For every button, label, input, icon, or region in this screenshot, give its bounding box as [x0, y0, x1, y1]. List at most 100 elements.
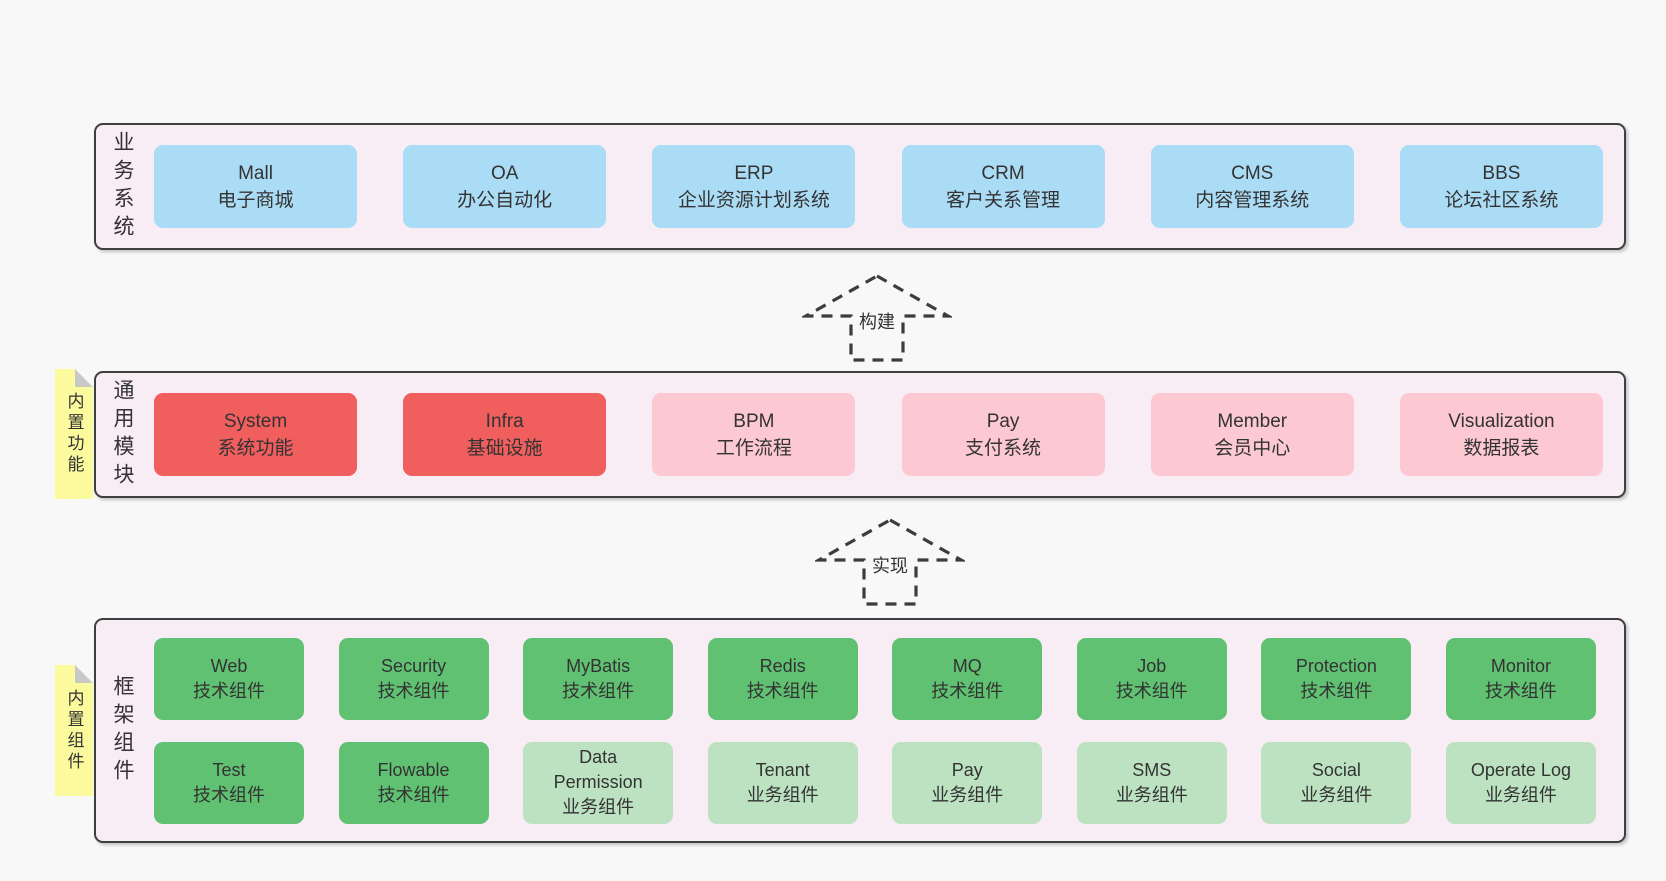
- box-title: Pay: [951, 759, 983, 780]
- box-pay-component: Pay 业务组件: [892, 741, 1043, 824]
- box-desc: 技术组件: [377, 784, 450, 805]
- box-title: ERP: [734, 162, 774, 184]
- box-title: Data Permission: [553, 747, 643, 792]
- box-title: Infra: [485, 410, 524, 432]
- box-desc: 电子商城: [217, 189, 294, 211]
- framework-row-2: Test 技术组件 Flowable 技术组件 Data Permission …: [154, 741, 1596, 824]
- box-erp: ERP 企业资源计划系统: [652, 145, 856, 228]
- layer-business-label: 业务系统: [111, 130, 134, 243]
- box-desc: 技术组件: [1300, 680, 1373, 701]
- box-crm: CRM 客户关系管理: [901, 145, 1105, 228]
- box-desc: 业务组件: [562, 797, 635, 817]
- builtin-components-tag-label: 内置组件: [64, 688, 84, 773]
- box-desc: 会员中心: [1214, 437, 1291, 459]
- box-title: CRM: [981, 162, 1025, 184]
- box-social: Social 业务组件: [1261, 741, 1412, 824]
- box-desc: 技术组件: [931, 680, 1004, 701]
- box-title: System: [223, 410, 288, 432]
- modules-boxes-row: System 系统功能 Infra 基础设施 BPM 工作流程 Pay 支付系统…: [96, 373, 1624, 496]
- box-desc: 业务组件: [1300, 784, 1373, 805]
- box-desc: 企业资源计划系统: [677, 189, 830, 211]
- box-protection: Protection 技术组件: [1261, 637, 1412, 720]
- framework-row-1: Web 技术组件 Security 技术组件 MyBatis 技术组件 Redi…: [154, 637, 1596, 720]
- box-visualization: Visualization 数据报表: [1399, 393, 1603, 476]
- box-title: SMS: [1132, 759, 1172, 780]
- build-arrow-label: 构建: [855, 308, 899, 334]
- box-title: Web: [210, 655, 248, 676]
- implement-arrow: 实现: [815, 516, 965, 608]
- box-pay-module: Pay 支付系统: [901, 393, 1105, 476]
- layer-framework-label: 框架组件: [111, 674, 134, 787]
- box-data-permission: Data Permission 业务组件: [523, 741, 674, 824]
- box-test: Test 技术组件: [154, 741, 304, 824]
- layer-business-systems: 业务系统 Mall 电子商城 OA 办公自动化 ERP 企业资源计划系统 CRM…: [94, 123, 1626, 250]
- up-arrow-icon: [815, 518, 965, 606]
- box-title: Monitor: [1490, 655, 1551, 676]
- builtin-components-tag: 内置组件: [55, 665, 93, 796]
- box-flowable: Flowable 技术组件: [338, 741, 489, 824]
- box-desc: 论坛社区系统: [1444, 189, 1559, 211]
- box-desc: 业务组件: [1484, 784, 1557, 805]
- up-arrow-icon: [802, 274, 952, 362]
- box-desc: 支付系统: [965, 437, 1042, 459]
- box-web: Web 技术组件: [154, 637, 304, 720]
- box-title: Flowable: [377, 759, 450, 780]
- box-title: CMS: [1231, 162, 1274, 184]
- box-desc: 技术组件: [746, 680, 819, 701]
- box-title: Tenant: [755, 759, 810, 780]
- framework-boxes-rows: Web 技术组件 Security 技术组件 MyBatis 技术组件 Redi…: [96, 620, 1624, 841]
- box-infra: Infra 基础设施: [403, 393, 607, 476]
- box-monitor: Monitor 技术组件: [1445, 637, 1596, 720]
- box-desc: 工作流程: [715, 437, 792, 459]
- box-desc: 系统功能: [217, 437, 294, 459]
- box-title: BBS: [1482, 162, 1521, 184]
- box-oa: OA 办公自动化: [403, 145, 607, 228]
- box-desc: 业务组件: [931, 784, 1004, 805]
- layer-framework-components: 框架组件 Web 技术组件 Security 技术组件 MyBatis 技术组件…: [94, 618, 1626, 843]
- box-desc: 基础设施: [466, 437, 543, 459]
- box-title: Mall: [238, 162, 273, 184]
- box-title: Visualization: [1448, 410, 1555, 432]
- box-desc: 技术组件: [1484, 680, 1557, 701]
- box-mybatis: MyBatis 技术组件: [523, 637, 674, 720]
- box-tenant: Tenant 业务组件: [707, 741, 858, 824]
- box-member: Member 会员中心: [1150, 393, 1354, 476]
- box-title: Pay: [986, 410, 1020, 432]
- fold-corner-icon: [75, 369, 93, 387]
- box-system: System 系统功能: [154, 393, 357, 476]
- box-desc: 技术组件: [377, 680, 450, 701]
- box-desc: 业务组件: [1115, 784, 1188, 805]
- box-desc: 内容管理系统: [1195, 189, 1310, 211]
- builtin-features-tag: 内置功能: [55, 369, 93, 499]
- box-bpm: BPM 工作流程: [652, 393, 856, 476]
- box-title: MQ: [952, 655, 982, 676]
- box-title: Security: [381, 655, 447, 676]
- box-desc: 技术组件: [562, 680, 635, 701]
- box-desc: 办公自动化: [457, 189, 553, 211]
- box-desc: 技术组件: [193, 784, 265, 805]
- box-job: Job 技术组件: [1076, 637, 1227, 720]
- box-redis: Redis 技术组件: [707, 637, 858, 720]
- business-boxes-row: Mall 电子商城 OA 办公自动化 ERP 企业资源计划系统 CRM 客户关系…: [96, 125, 1624, 248]
- box-title: Job: [1137, 655, 1167, 676]
- box-desc: 业务组件: [746, 784, 819, 805]
- box-cms: CMS 内容管理系统: [1150, 145, 1354, 228]
- box-title: Test: [212, 759, 246, 780]
- box-mall: Mall 电子商城: [154, 145, 357, 228]
- box-desc: 客户关系管理: [946, 189, 1061, 211]
- box-security: Security 技术组件: [338, 637, 489, 720]
- build-arrow: 构建: [802, 272, 952, 364]
- box-title: BPM: [733, 410, 775, 432]
- box-desc: 技术组件: [193, 680, 265, 701]
- box-title: Operate Log: [1470, 759, 1571, 780]
- box-desc: 技术组件: [1115, 680, 1188, 701]
- box-title: Social: [1311, 759, 1361, 780]
- box-bbs: BBS 论坛社区系统: [1399, 145, 1603, 228]
- box-title: Redis: [759, 655, 806, 676]
- box-title: MyBatis: [566, 655, 631, 676]
- box-desc: 数据报表: [1463, 437, 1540, 459]
- box-mq: MQ 技术组件: [892, 637, 1043, 720]
- box-sms: SMS 业务组件: [1076, 741, 1227, 824]
- builtin-features-tag-label: 内置功能: [64, 392, 84, 476]
